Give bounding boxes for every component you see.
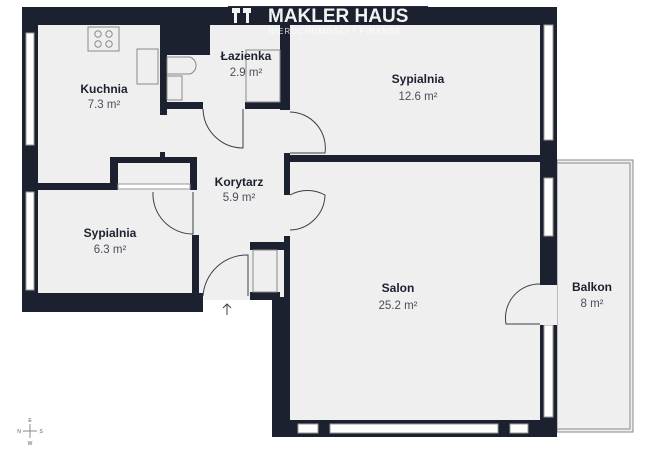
shower-icon <box>245 49 281 103</box>
svg-text:25.2 m²: 25.2 m² <box>379 300 418 312</box>
room-living: Salon 25.2 m² <box>379 281 418 312</box>
svg-text:N: N <box>17 429 21 435</box>
toilet-icon <box>166 56 197 75</box>
svg-text:6.3 m²: 6.3 m² <box>94 244 127 256</box>
compass-icon: E N S W <box>17 418 43 447</box>
room-balcony: Balkon 8 m² <box>572 280 612 310</box>
svg-text:S: S <box>39 429 43 435</box>
svg-text:W: W <box>28 441 33 447</box>
sink-icon <box>136 48 159 85</box>
svg-text:5.9 m²: 5.9 m² <box>223 192 256 204</box>
room-bedroom-small: Sypialnia 6.3 m² <box>84 226 137 256</box>
room-hallway: Korytarz 5.9 m² <box>215 175 264 204</box>
stove-icon <box>87 26 120 52</box>
room-bathroom: Łazienka 2.9 m² <box>221 49 272 79</box>
svg-text:Salon: Salon <box>382 281 415 295</box>
fixtures <box>87 26 281 293</box>
windows <box>25 24 554 434</box>
watermark-logo: MAKLER HAUS NIERUCHOMOŚCI I FINANSE <box>228 6 428 36</box>
room-kitchen: Kuchnia 7.3 m² <box>80 82 128 111</box>
svg-text:Balkon: Balkon <box>572 280 612 294</box>
svg-text:7.3 m²: 7.3 m² <box>88 99 121 111</box>
svg-text:Sypialnia: Sypialnia <box>84 226 137 240</box>
svg-text:2.9 m²: 2.9 m² <box>230 67 263 79</box>
svg-text:Sypialnia: Sypialnia <box>392 72 445 86</box>
svg-text:Korytarz: Korytarz <box>215 175 264 189</box>
svg-text:E: E <box>28 418 32 424</box>
entrance-arrow-icon <box>222 303 232 315</box>
svg-text:Kuchnia: Kuchnia <box>80 82 128 96</box>
svg-text:Łazienka: Łazienka <box>221 49 272 63</box>
doors <box>152 108 541 325</box>
room-bedroom-large: Sypialnia 12.6 m² <box>392 72 445 103</box>
balcony-floor <box>557 160 633 432</box>
svg-text:8 m²: 8 m² <box>581 298 604 310</box>
svg-text:12.6 m²: 12.6 m² <box>399 91 438 103</box>
svg-text:NIERUCHOMOŚCI I FINANSE: NIERUCHOMOŚCI I FINANSE <box>268 27 401 36</box>
svg-text:MAKLER HAUS: MAKLER HAUS <box>268 6 408 27</box>
